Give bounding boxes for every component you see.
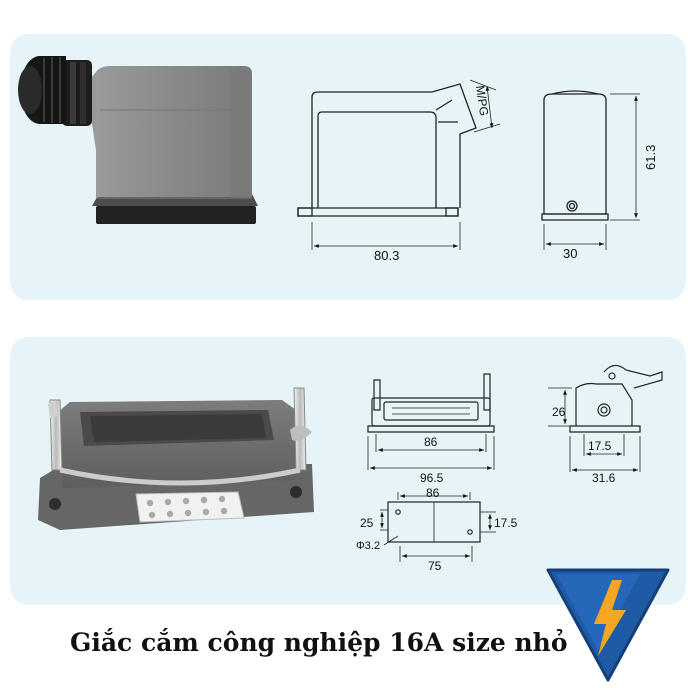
mount-right-height-label: 17.5: [494, 516, 518, 530]
side-height-label: 26: [552, 405, 566, 419]
product-caption: Giắc cắm công nghiệp 16A size nhỏ: [70, 628, 568, 657]
side-outer-width-label: 31.6: [592, 471, 616, 485]
front-outer-width-label: 96.5: [420, 471, 444, 485]
hood-photo: [18, 56, 258, 224]
hood-height-label: 61.3: [643, 145, 658, 170]
side-inner-width-label: 17.5: [588, 439, 612, 453]
hood-depth-label: 30: [563, 246, 577, 261]
mount-drawing: [380, 492, 496, 562]
gland-thread-label: M/PG: [473, 84, 491, 116]
brand-logo: [546, 568, 670, 682]
housing-side-drawing: [548, 364, 663, 472]
housing-front-drawing: [367, 373, 495, 470]
housing-photo: [38, 387, 314, 530]
front-inner-width-label: 86: [424, 435, 438, 449]
mount-bottom-width-label: 75: [428, 559, 442, 573]
lightning-bolt-icon: [594, 580, 626, 656]
hood-width-label: 80.3: [374, 248, 399, 263]
mount-left-height-label: 25: [360, 516, 374, 530]
mount-hole-label: Φ3.2: [356, 540, 380, 552]
hood-end-drawing: [541, 90, 640, 250]
hood-side-drawing: [297, 79, 501, 250]
cable-gland: [18, 56, 92, 126]
mount-top-width-label: 86: [426, 486, 440, 500]
